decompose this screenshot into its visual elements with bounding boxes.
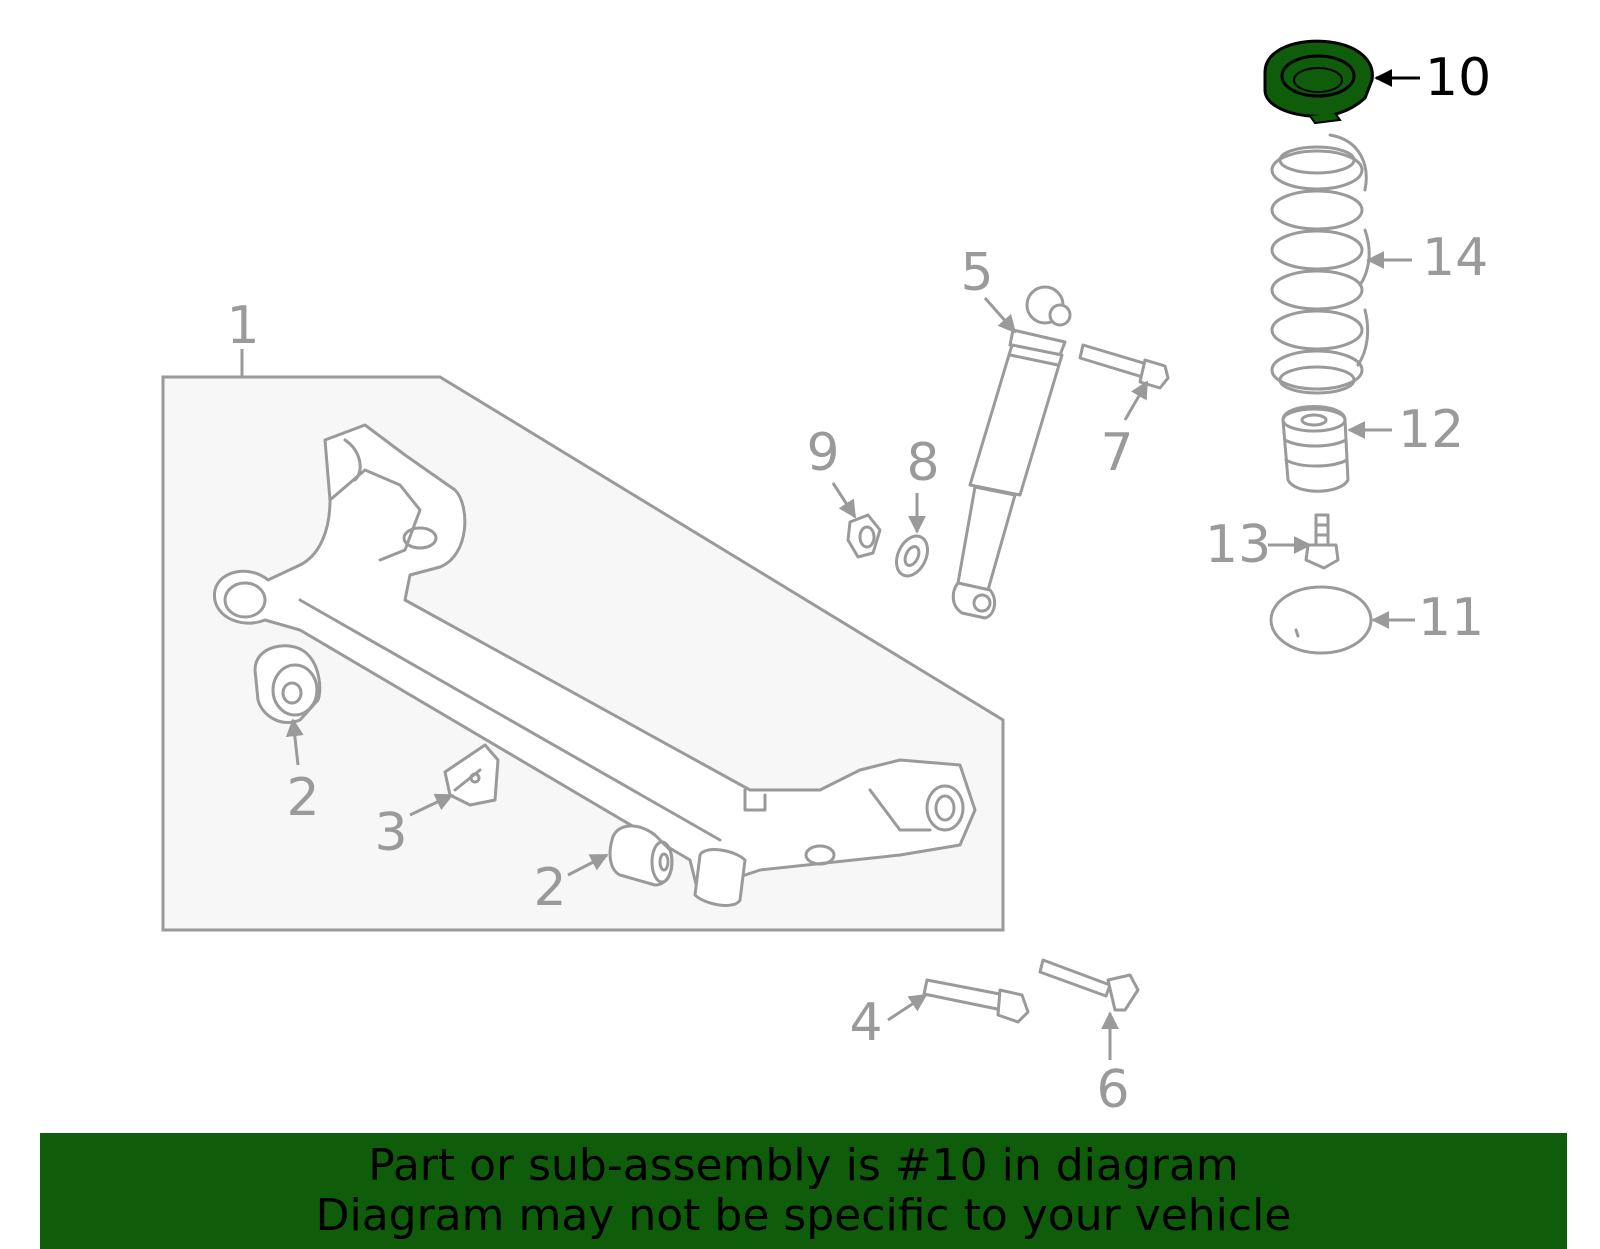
seal-11 xyxy=(1269,585,1373,655)
callout-5: 5 xyxy=(960,243,993,303)
cam-bolt-6 xyxy=(1038,958,1140,1012)
callout-7: 7 xyxy=(1100,423,1133,483)
leader-4 xyxy=(887,993,928,1022)
callout-9: 9 xyxy=(806,423,839,483)
leader-2b xyxy=(567,853,609,877)
spring-seat-10 xyxy=(1263,39,1374,125)
callout-14: 14 xyxy=(1422,228,1488,288)
shock-absorber-5 xyxy=(951,285,1072,620)
bushing-2-upper xyxy=(253,644,322,724)
bolt-7 xyxy=(1078,343,1170,390)
bump-stop-12 xyxy=(1281,405,1350,493)
callout-11: 11 xyxy=(1418,588,1484,648)
callout-4: 4 xyxy=(849,993,882,1053)
callout-6: 6 xyxy=(1096,1060,1129,1120)
leader-5 xyxy=(983,297,1017,334)
callout-12: 12 xyxy=(1398,400,1464,460)
callout-1: 1 xyxy=(226,296,259,356)
callout-2-upper: 2 xyxy=(286,768,319,828)
callout-13: 13 xyxy=(1205,515,1271,575)
bushing-2-lower xyxy=(608,824,674,887)
callout-8: 8 xyxy=(906,433,939,493)
rear-axle-beam xyxy=(213,423,977,907)
callout-2-lower: 2 xyxy=(533,858,566,918)
bolt-13 xyxy=(1304,513,1340,570)
leader-3 xyxy=(409,793,454,817)
coil-spring-14 xyxy=(1270,133,1371,395)
callout-10: 10 xyxy=(1425,48,1491,108)
bolt-4 xyxy=(922,978,1030,1024)
banner-line-2: Diagram may not be specific to your vehi… xyxy=(315,1190,1292,1241)
info-banner: Part or sub-assembly is #10 in diagram D… xyxy=(40,1133,1567,1249)
banner-line-1: Part or sub-assembly is #10 in diagram xyxy=(368,1140,1239,1191)
leader-2a xyxy=(285,718,304,766)
washer-8 xyxy=(895,534,929,578)
nut-9 xyxy=(846,513,882,559)
leader-7 xyxy=(1123,380,1149,421)
callout-3: 3 xyxy=(374,803,407,863)
leader-9 xyxy=(831,482,857,519)
